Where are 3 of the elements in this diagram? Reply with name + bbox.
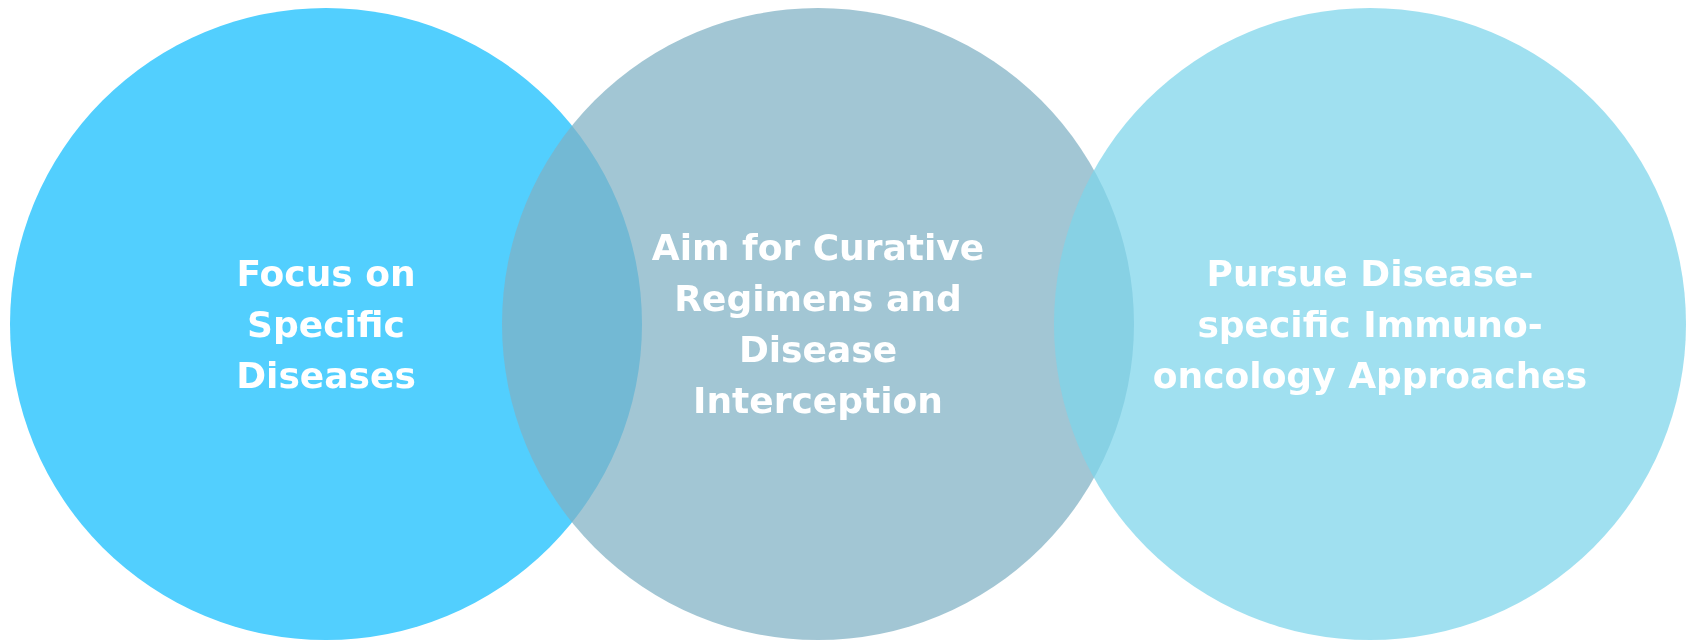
circle-label: Pursue Disease-specific Immuno-oncology Approaches [1151, 251, 1589, 398]
circle-label: Focus on Specific Diseases [235, 251, 417, 398]
circle-label: Aim for Curative Regimens and Disease Interception [650, 226, 986, 423]
